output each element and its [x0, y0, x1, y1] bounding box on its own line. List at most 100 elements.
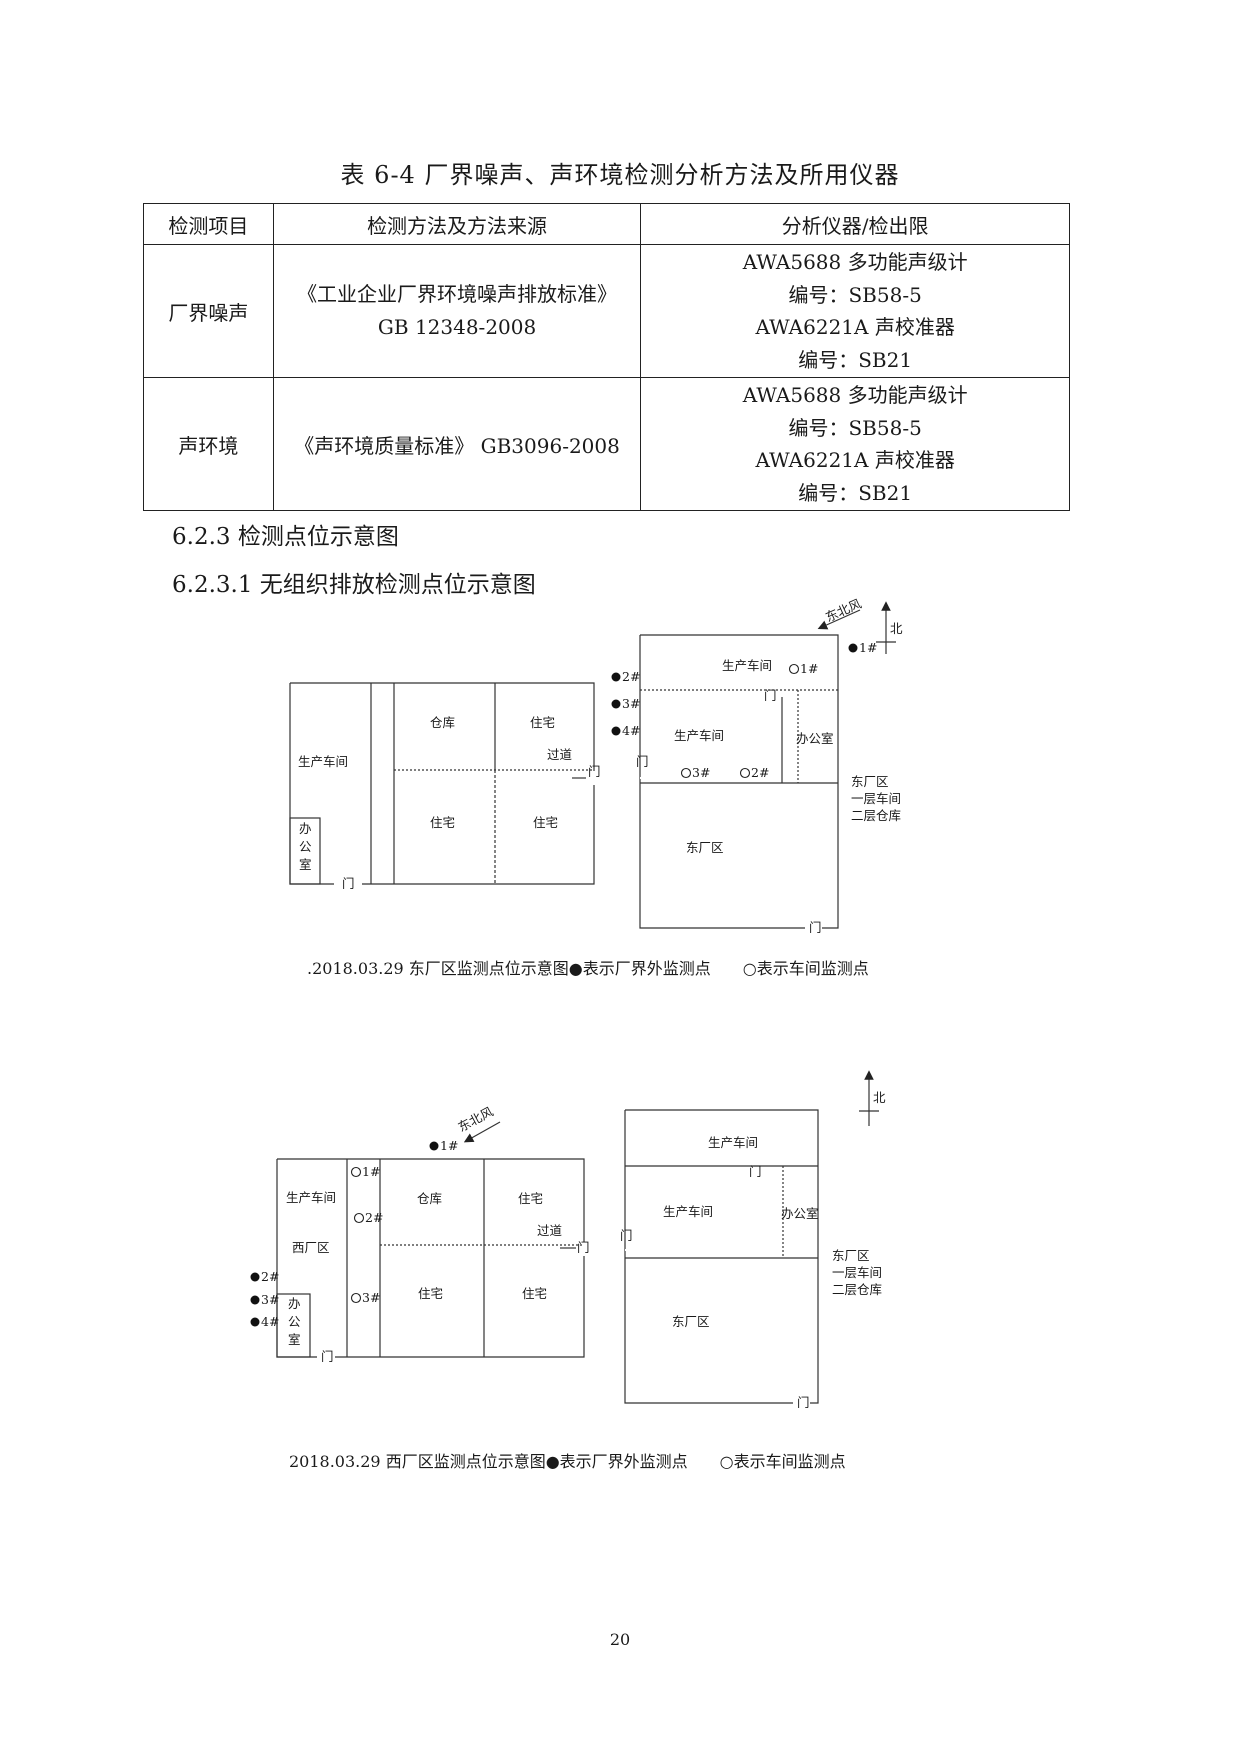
point-label: 3# — [692, 765, 710, 780]
wind-arrow — [817, 609, 861, 630]
workshop-point — [353, 1212, 365, 1224]
point-label: 3# — [622, 696, 640, 711]
diagram2-caption: 2018.03.29 西厂区监测点位示意图●表示厂界外监测点 ○表示车间监测点 — [289, 1452, 846, 1471]
row-instruments: AWA5688 多功能声级计 编号：SB58-5 AWA6221A 声校准器 编… — [640, 377, 1070, 511]
point-label: 2# — [751, 765, 769, 780]
legend-line: 一层车间 — [851, 791, 901, 806]
label-east-prod: 生产车间 — [674, 728, 724, 743]
label-office: 办 — [288, 1296, 301, 1311]
outside-point — [611, 672, 621, 682]
west-outline — [362, 785, 595, 885]
point-label: 4# — [261, 1314, 279, 1329]
west-outline — [335, 1256, 585, 1358]
instrument-line: AWA6221A 声校准器 — [755, 448, 955, 472]
outside-point — [250, 1295, 260, 1305]
workshop-point — [680, 767, 692, 779]
label-door: 门 — [588, 764, 601, 779]
outside-point — [250, 1317, 260, 1327]
east-outline — [639, 635, 805, 929]
legend-line: 二层仓库 — [851, 808, 901, 823]
workshop-point — [350, 1166, 362, 1178]
wind-arrow — [463, 1121, 501, 1143]
label-passage: 过道 — [537, 1223, 563, 1238]
office-box — [289, 817, 321, 885]
label-office: 公 — [288, 1314, 301, 1329]
method-line: 《声环境质量标准》 GB3096-2008 — [294, 433, 620, 458]
diagram-east-labels: 生产车间 办 公 室 仓库 住宅 住宅 住宅 过道 门 门 生产车间 生产车间 … — [298, 596, 903, 935]
row-item: 声环境 — [143, 377, 274, 511]
instrument-line: 编号：SB58-5 — [788, 282, 922, 307]
row-method: 《工业企业厂界环境噪声排放标准》 GB 12348-2008 — [272, 244, 642, 378]
label-door: 门 — [636, 754, 649, 769]
label-door: 门 — [620, 1228, 633, 1243]
west-outline — [277, 1158, 585, 1242]
west-outline — [289, 683, 334, 885]
page-number: 20 — [609, 1630, 631, 1649]
header-item: 检测项目 — [143, 203, 274, 245]
label-east-prod: 生产车间 — [663, 1204, 713, 1219]
point-label: 2# — [622, 669, 640, 684]
office-box — [276, 1293, 311, 1358]
instrument-line: AWA5688 多功能声级计 — [742, 250, 968, 274]
outside-point — [611, 699, 621, 709]
label-prod: 生产车间 — [286, 1190, 336, 1205]
point-label: 3# — [362, 1290, 380, 1305]
label-house: 住宅 — [430, 815, 455, 830]
label-west-area: 西厂区 — [292, 1240, 330, 1255]
label-wind: 东北风 — [823, 596, 864, 625]
label-house: 住宅 — [530, 715, 555, 730]
label-passage: 过道 — [547, 747, 573, 762]
workshop-point — [350, 1292, 362, 1304]
label-door: 门 — [749, 1164, 762, 1179]
label-east-office: 办公室 — [796, 731, 834, 746]
label-north: 北 — [890, 621, 903, 636]
label-door: 门 — [342, 876, 355, 891]
point-label: 1# — [440, 1138, 458, 1153]
outside-point — [848, 643, 858, 653]
label-east-prod-top: 生产车间 — [722, 658, 772, 673]
label-north: 北 — [873, 1090, 886, 1105]
diagram-west-labels: 生产车间 西厂区 办 公 室 仓库 住宅 住宅 住宅 过道 门 门 生产车间 生… — [286, 1090, 886, 1410]
row-method: 《声环境质量标准》 GB3096-2008 — [272, 377, 642, 511]
label-house: 住宅 — [533, 815, 558, 830]
legend-line: 一层车间 — [832, 1265, 882, 1280]
point-label: 1# — [859, 640, 877, 655]
point-label: 2# — [365, 1210, 383, 1225]
label-door: 门 — [809, 920, 822, 935]
east-outline — [624, 1110, 793, 1404]
label-house: 住宅 — [518, 1191, 543, 1206]
section-heading-6231: 6.2.3.1 无组织排放检测点位示意图 — [172, 572, 536, 598]
label-east-area: 东厂区 — [672, 1314, 710, 1329]
outside-point — [611, 726, 621, 736]
diagram-east-points: 1# 2# 3# 4# 1# 3# 2# — [611, 640, 877, 780]
label-house: 住宅 — [522, 1286, 547, 1301]
label-east-area: 东厂区 — [686, 840, 724, 855]
instrument-line: 编号：SB58-5 — [788, 415, 922, 440]
label-east-prod-top: 生产车间 — [708, 1135, 758, 1150]
table-title: 表 6-4 厂界噪声、声环境检测分析方法及所用仪器 — [340, 161, 900, 189]
label-warehouse: 仓库 — [417, 1191, 442, 1206]
label-house: 住宅 — [418, 1286, 443, 1301]
point-label: 3# — [261, 1292, 279, 1307]
label-door: 门 — [764, 688, 777, 703]
label-door: 门 — [321, 1349, 334, 1364]
method-line: GB 12348-2008 — [377, 315, 537, 339]
label-office: 办 — [299, 821, 312, 836]
label-door: 门 — [797, 1395, 810, 1410]
workshop-point — [739, 767, 751, 779]
label-door: 门 — [577, 1240, 590, 1255]
point-label: 1# — [800, 661, 818, 676]
instrument-line: 编号：SB21 — [798, 347, 913, 372]
method-table: 检测项目 检测方法及方法来源 分析仪器/检出限 厂界噪声 《工业企业厂界环境噪声… — [143, 203, 1070, 511]
east-outline — [640, 634, 839, 929]
label-wind: 东北风 — [455, 1104, 496, 1135]
row-item: 厂界噪声 — [143, 244, 274, 378]
instrument-line: AWA5688 多功能声级计 — [742, 383, 968, 407]
outside-point — [429, 1141, 439, 1151]
instrument-line: AWA6221A 声校准器 — [755, 315, 955, 339]
point-label: 2# — [261, 1269, 279, 1284]
method-line: 《工业企业厂界环境噪声排放标准》 — [297, 282, 618, 306]
table-row: 厂界噪声 《工业企业厂界环境噪声排放标准》 GB 12348-2008 AWA5… — [143, 244, 1070, 378]
outside-point — [250, 1272, 260, 1282]
